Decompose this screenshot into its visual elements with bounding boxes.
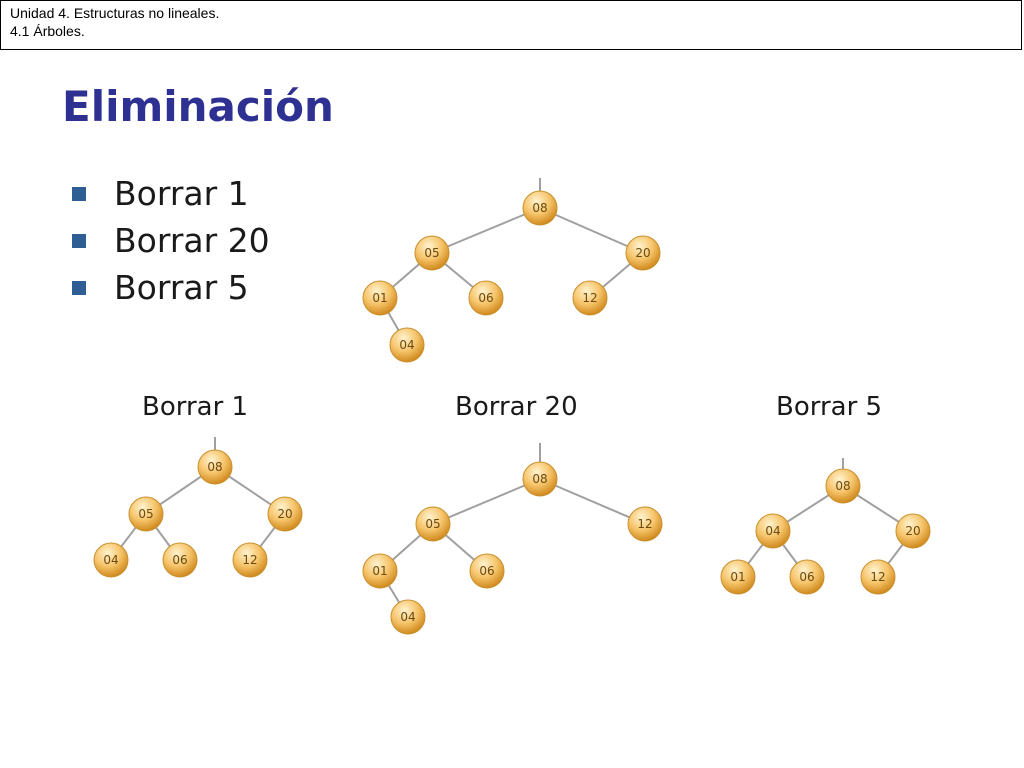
- tree-node-label: 05: [425, 517, 440, 531]
- slide-title: Eliminación: [62, 82, 334, 131]
- tree-node: [267, 496, 303, 532]
- tree-node-label: 08: [835, 479, 850, 493]
- tree-node: [414, 235, 450, 271]
- tree-node: [93, 542, 129, 578]
- bullet-list: Borrar 1 Borrar 20 Borrar 5: [70, 170, 270, 311]
- tree-node-label: 06: [479, 564, 494, 578]
- tree-node: [390, 599, 426, 635]
- tree-node: [720, 559, 756, 595]
- tree-node: [522, 461, 558, 497]
- tree-node: [572, 280, 608, 316]
- tree-node: [522, 190, 558, 226]
- tree-node: [469, 553, 505, 589]
- tree-edge: [431, 207, 541, 254]
- tree-node-label: 20: [635, 246, 650, 260]
- tree-node-label: 06: [172, 553, 187, 567]
- tree-node: [128, 496, 164, 532]
- tree-node-label: 12: [242, 553, 257, 567]
- tree-node-label: 12: [582, 291, 597, 305]
- tree-borrar-5: 08 04 20 01 06 12: [720, 458, 931, 595]
- tree-node-label: 20: [277, 507, 292, 521]
- tree-node-label: 01: [372, 564, 387, 578]
- square-bullet-icon: [72, 281, 86, 295]
- bullet-text: Borrar 20: [114, 221, 270, 260]
- tree-node-label: 04: [103, 553, 118, 567]
- tree-node: [197, 449, 233, 485]
- tree-node: [389, 327, 425, 363]
- header-unit: Unidad 4. Estructuras no lineales.: [10, 5, 220, 21]
- tree-original: 08 05 20 01 06 12 04: [362, 178, 661, 363]
- bullet-item: Borrar 20: [70, 217, 270, 264]
- tree-edge: [539, 478, 646, 525]
- tree-node-label: 01: [730, 570, 745, 584]
- tree-node-label: 08: [532, 201, 547, 215]
- tree-node: [362, 553, 398, 589]
- tree-node: [162, 542, 198, 578]
- tree-node: [895, 513, 931, 549]
- tree-node: [755, 513, 791, 549]
- tree-node: [825, 468, 861, 504]
- tree-node-label: 05: [138, 507, 153, 521]
- tree-node-label: 04: [765, 524, 780, 538]
- tree-node: [232, 542, 268, 578]
- tree-node-label: 08: [532, 472, 547, 486]
- caption-borrar-1: Borrar 1: [142, 392, 249, 422]
- tree-node-label: 12: [870, 570, 885, 584]
- tree-node: [627, 506, 663, 542]
- caption-borrar-20: Borrar 20: [455, 392, 578, 422]
- header-section: 4.1 Árboles.: [10, 23, 85, 39]
- tree-node-label: 08: [207, 460, 222, 474]
- slide-header: Unidad 4. Estructuras no lineales. 4.1 Á…: [0, 0, 1022, 50]
- square-bullet-icon: [72, 234, 86, 248]
- tree-node-label: 04: [400, 610, 415, 624]
- tree-node-label: 06: [478, 291, 493, 305]
- tree-node: [468, 280, 504, 316]
- tree-edge: [539, 207, 644, 254]
- tree-node: [625, 235, 661, 271]
- tree-node: [362, 280, 398, 316]
- caption-borrar-5: Borrar 5: [776, 392, 883, 422]
- tree-node-label: 04: [399, 338, 414, 352]
- tree-node-label: 20: [905, 524, 920, 538]
- tree-borrar-20: 08 05 12 01 06 04: [362, 443, 663, 635]
- bullet-text: Borrar 5: [114, 268, 249, 307]
- tree-node-label: 12: [637, 517, 652, 531]
- bullet-item: Borrar 1: [70, 170, 270, 217]
- tree-node: [415, 506, 451, 542]
- tree-node-label: 01: [372, 291, 387, 305]
- tree-node: [789, 559, 825, 595]
- bullet-item: Borrar 5: [70, 264, 270, 311]
- square-bullet-icon: [72, 187, 86, 201]
- bullet-text: Borrar 1: [114, 174, 249, 213]
- tree-node-label: 05: [424, 246, 439, 260]
- tree-borrar-1: 08 05 20 04 06 12: [93, 437, 303, 578]
- tree-node: [860, 559, 896, 595]
- tree-node-label: 06: [799, 570, 814, 584]
- tree-edge: [432, 478, 541, 525]
